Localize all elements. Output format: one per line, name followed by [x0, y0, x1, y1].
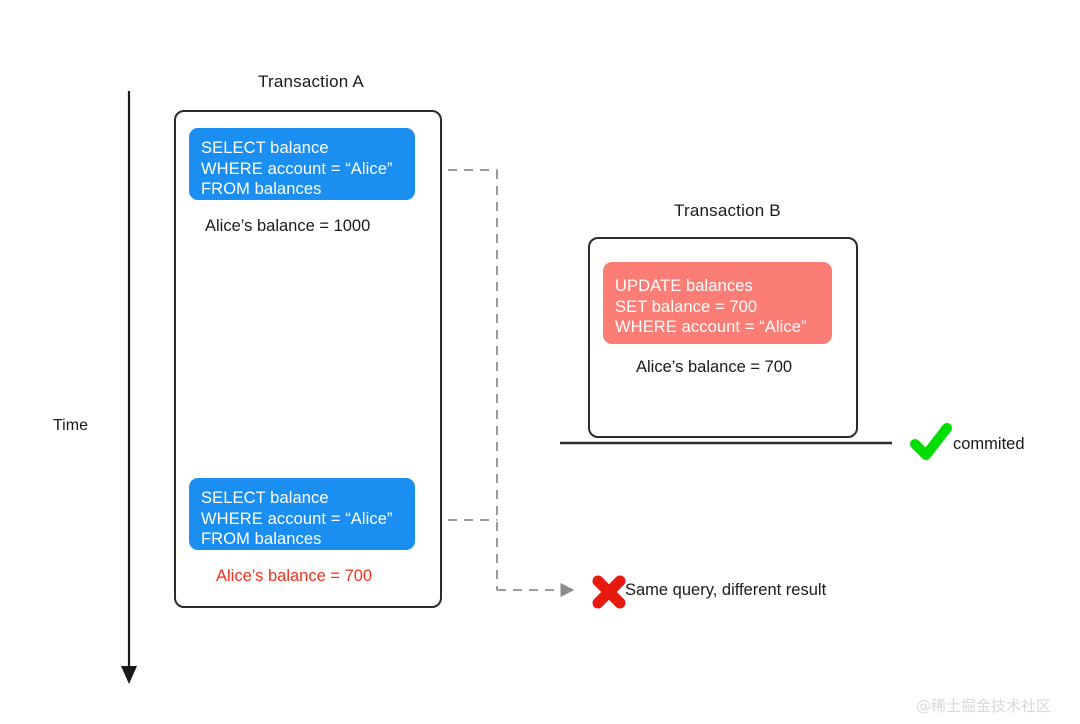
- time-axis-label: Time: [53, 417, 88, 434]
- transaction-a-result-2: Alice’s balance = 700: [216, 567, 373, 585]
- transaction-b-sql-update[interactable]: UPDATE balances SET balance = 700 WHERE …: [603, 262, 832, 344]
- transaction-a-result-1: Alice’s balance = 1000: [205, 217, 371, 235]
- time-axis-arrow: [121, 91, 137, 684]
- conclusion-annotation: Same query, different result: [625, 581, 826, 600]
- conclusion-label: Same query, different result: [625, 581, 827, 599]
- transaction-a-title: Transaction A: [258, 72, 364, 91]
- commit-annotation: commited: [953, 435, 1025, 454]
- watermark: @稀土掘金技术社区: [916, 697, 1052, 715]
- check-mark-icon: [910, 423, 952, 460]
- transaction-b-result: Alice’s balance = 700: [636, 358, 793, 376]
- transaction-a-sql-select-2[interactable]: SELECT balance WHERE account = “Alice” F…: [189, 478, 415, 550]
- transaction-a-sql-select-1[interactable]: SELECT balance WHERE account = “Alice” F…: [189, 128, 415, 200]
- cross-mark-icon: [592, 575, 626, 609]
- transaction-b-title: Transaction B: [674, 201, 781, 220]
- commit-label: commited: [953, 435, 1025, 453]
